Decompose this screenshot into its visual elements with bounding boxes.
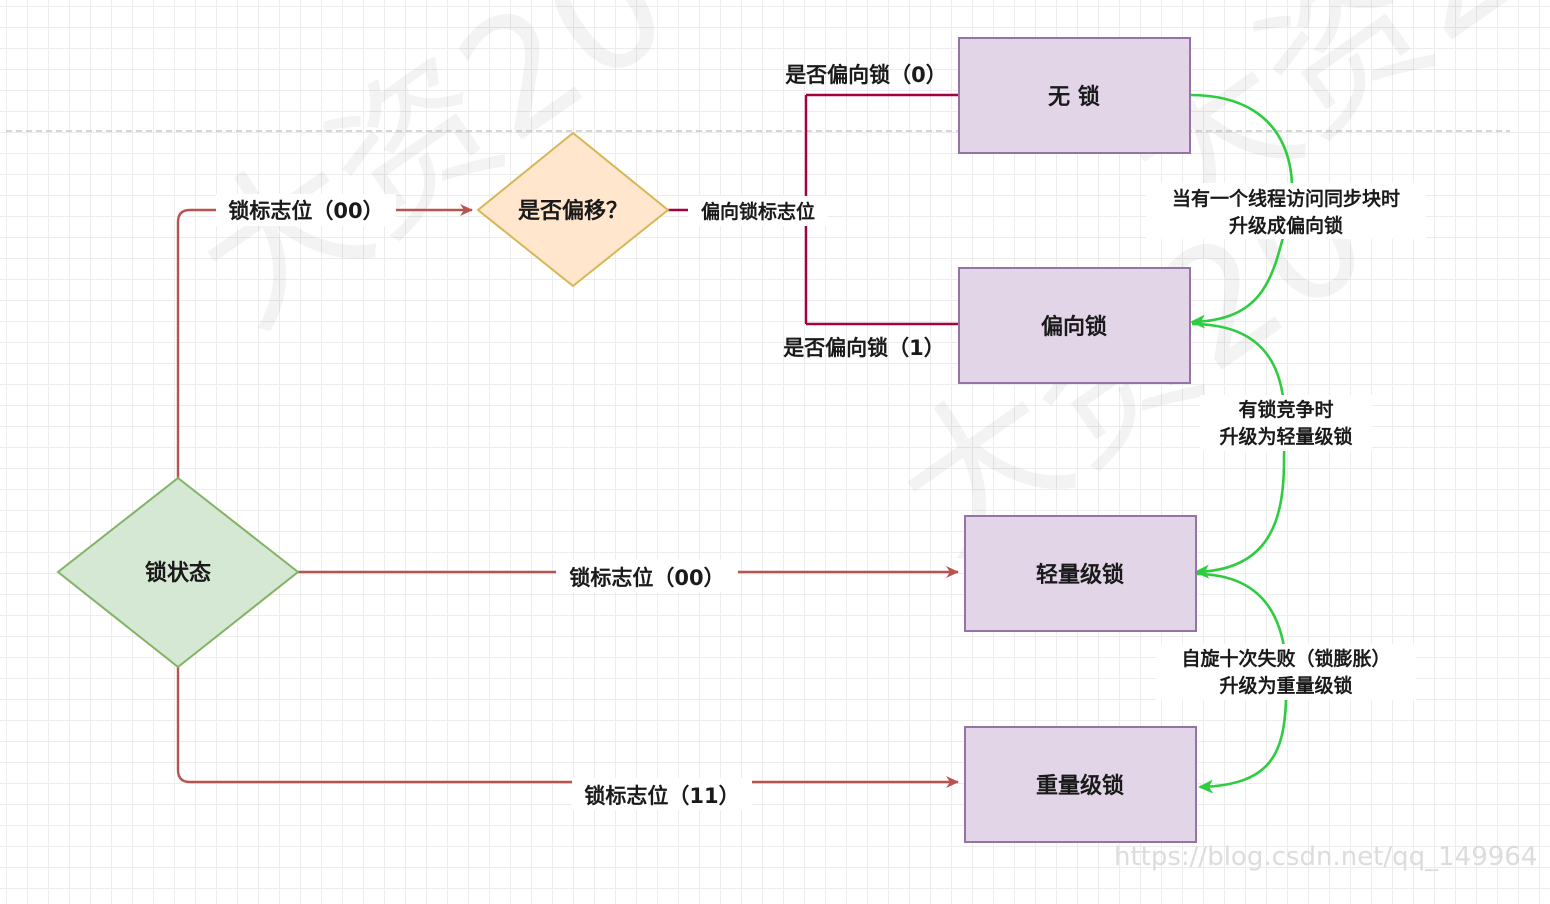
node-label: 锁状态: [145, 560, 211, 586]
note-biased-to-lightweight-line2: 升级为轻量级锁: [1219, 425, 1352, 448]
box-shape: [964, 726, 1197, 843]
label-background: [1200, 395, 1372, 451]
transition-biased-to-lightweight: [1191, 322, 1287, 579]
node-is-biased[interactable]: 是否偏移？: [476, 131, 670, 288]
note-nolock-to-biased-line1: 当有一个线程访问同步块时: [1172, 187, 1400, 210]
diamond-shape: [476, 131, 670, 288]
box-shape: [964, 515, 1197, 632]
node-label: 重量级锁: [1036, 773, 1124, 799]
edge-state-to-bias-check: [176, 204, 473, 478]
node-label: 无 锁: [1048, 84, 1100, 110]
node-biased-lock[interactable]: 偏向锁: [958, 267, 1191, 384]
note-lightweight-to-heavyweight-line2: 升级为重量级锁: [1219, 674, 1352, 697]
edge-label-to-lightweight: 锁标志位（00）: [569, 566, 724, 590]
watermark: 大资20 大资20 大资20: [165, 0, 1550, 591]
note-nolock-to-biased-line2: 升级成偏向锁: [1229, 214, 1343, 237]
node-heavyweight-lock[interactable]: 重量级锁: [964, 726, 1197, 843]
edge-state-to-heavyweight: [176, 667, 959, 788]
label-background: [1146, 183, 1426, 239]
edge-label-to-heavyweight: 锁标志位（11）: [584, 784, 739, 808]
diamond-shape: [56, 476, 300, 669]
label-background: [556, 560, 738, 592]
node-lightweight-lock[interactable]: 轻量级锁: [964, 515, 1197, 632]
box-shape: [958, 37, 1191, 154]
edge-label-bias-flag: 偏向锁标志位: [701, 200, 815, 223]
edge-label-to-bias-check: 锁标志位（00）: [228, 199, 383, 223]
node-label: 轻量级锁: [1036, 562, 1124, 588]
note-lightweight-to-heavyweight-line1: 自旋十次失败（锁膨胀）: [1181, 647, 1390, 670]
node-lock-state[interactable]: 锁状态: [56, 476, 300, 669]
label-background: [216, 194, 396, 226]
note-biased-to-lightweight-line1: 有锁竞争时: [1238, 398, 1333, 421]
label-background: [688, 196, 828, 226]
edge-label-bias-zero: 是否偏向锁（0）: [785, 63, 947, 87]
box-shape: [958, 267, 1191, 384]
node-label: 偏向锁: [1041, 314, 1107, 340]
edge-label-bias-one: 是否偏向锁（1）: [783, 336, 945, 360]
node-label: 是否偏移？: [518, 198, 628, 224]
node-no-lock[interactable]: 无 锁: [958, 37, 1191, 154]
url-watermark: https://blog.csdn.net/qq_149964: [1114, 842, 1537, 872]
label-background: [1156, 644, 1416, 700]
label-background: [572, 778, 752, 810]
